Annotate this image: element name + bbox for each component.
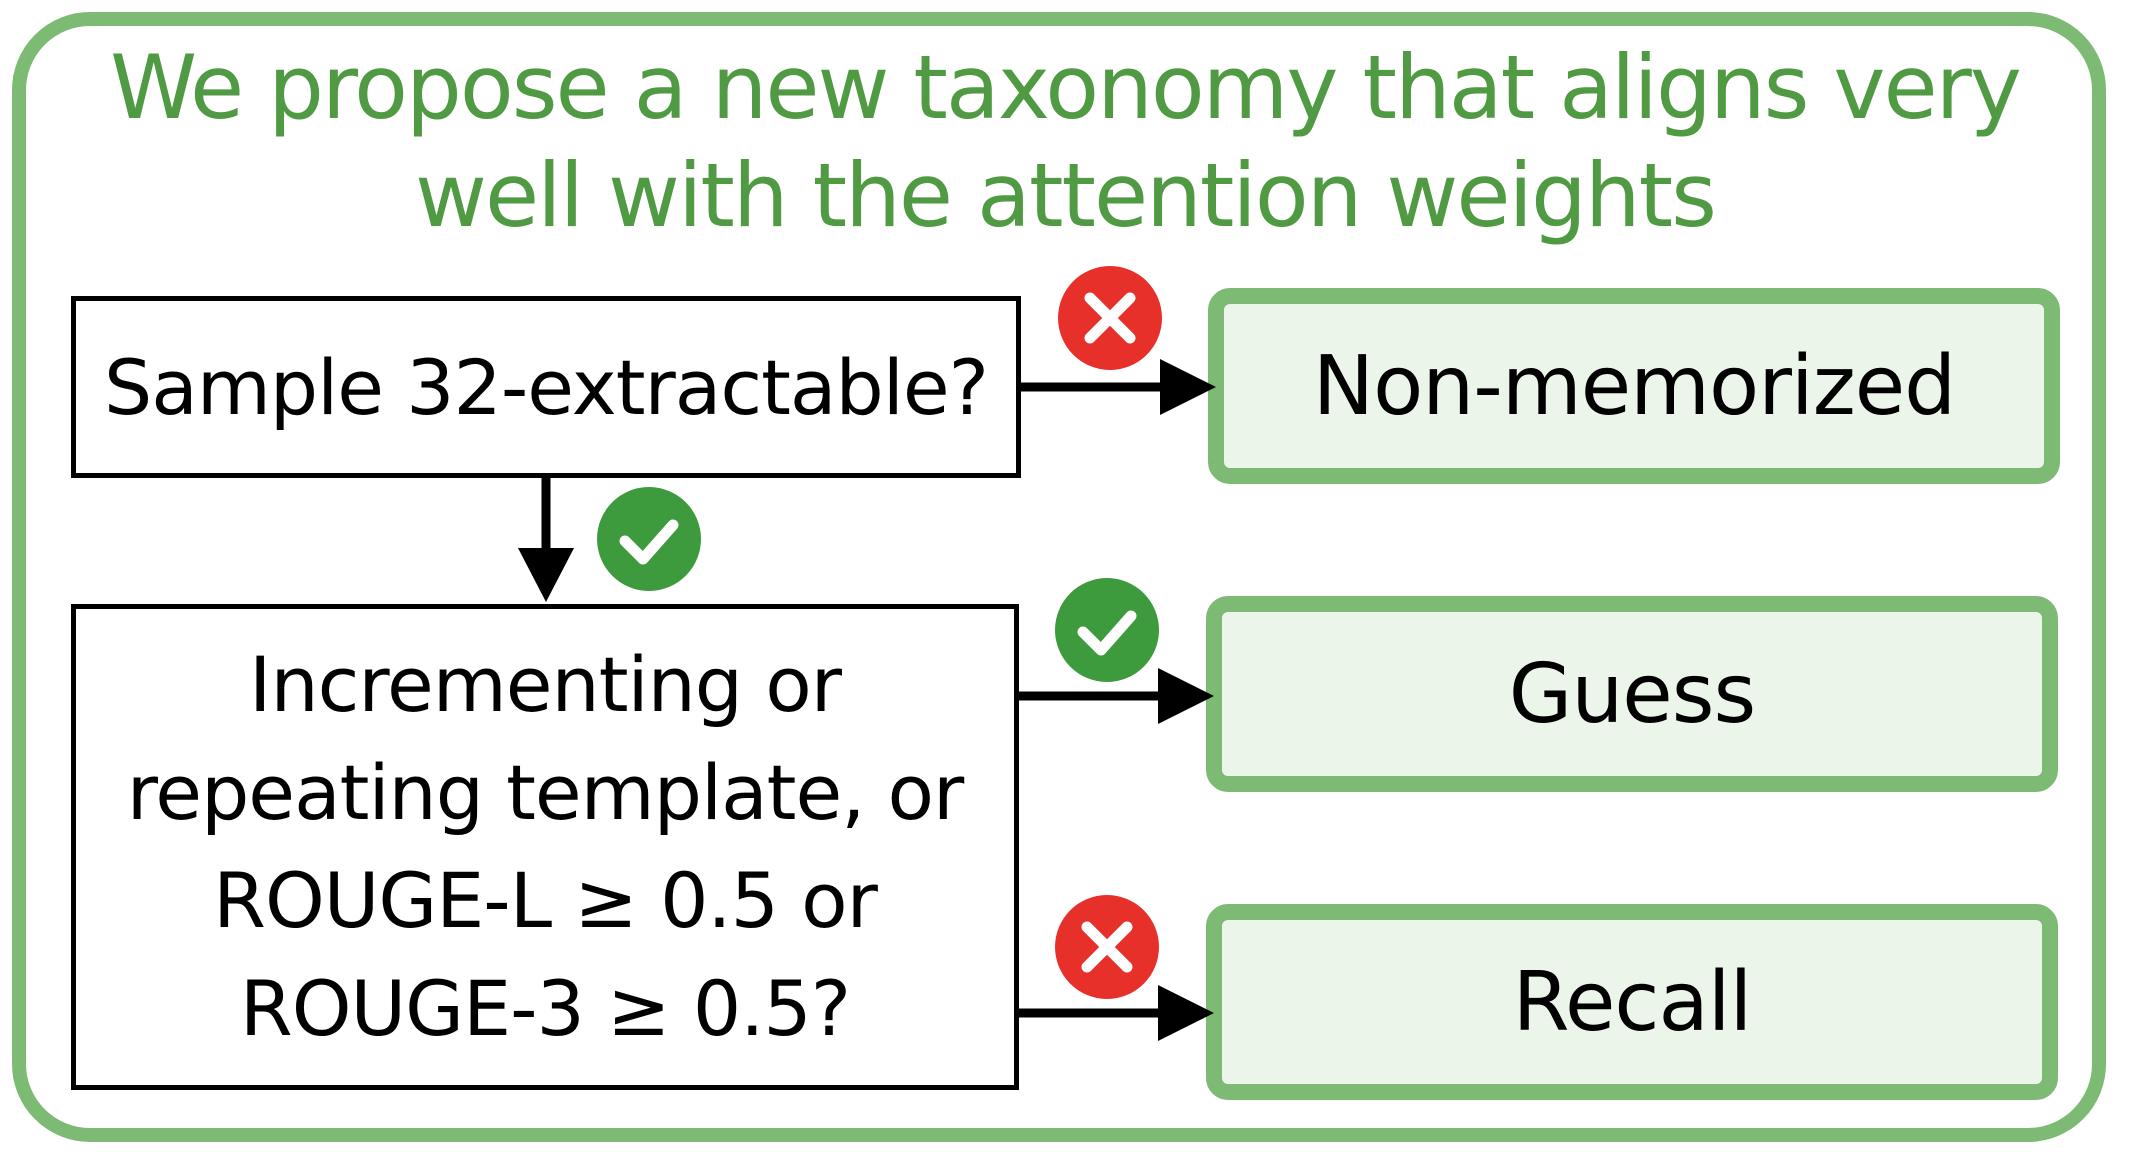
arrow-q1-to-q2 <box>518 478 574 602</box>
arrow-q2-to-recall <box>1019 985 1214 1041</box>
cross-circle-icon <box>1058 266 1162 370</box>
outer-frame <box>12 12 2106 1142</box>
headline: We propose a new taxonomy that aligns ve… <box>60 34 2070 250</box>
arrow-q2-to-guess <box>1019 668 1214 724</box>
headline-line-2: well with the attention weights <box>415 144 1717 247</box>
outcome-guess-box: Guess <box>1206 596 2058 792</box>
question-extractable-box: Sample 32-extractable? <box>71 296 1021 478</box>
outcome-non-memorized-box: Non-memorized <box>1208 288 2060 484</box>
question-template-rouge-line-4: ROUGE-3 ≥ 0.5? <box>239 964 851 1053</box>
check-circle-icon <box>1055 578 1159 682</box>
question-template-rouge-line-3: ROUGE-L ≥ 0.5 or <box>213 856 878 945</box>
question-extractable-label: Sample 32-extractable? <box>104 342 989 432</box>
question-template-rouge-line-2: repeating template, or <box>126 748 965 837</box>
cross-circle-icon <box>1055 895 1159 999</box>
check-circle-icon <box>597 487 701 591</box>
outcome-guess-label: Guess <box>1508 646 1756 742</box>
question-template-rouge-line-1: Incrementing or <box>249 640 842 729</box>
arrow-q1-to-non-memorized <box>1021 359 1216 415</box>
outcome-non-memorized-label: Non-memorized <box>1312 338 1956 434</box>
headline-line-1: We propose a new taxonomy that aligns ve… <box>110 36 2022 139</box>
outcome-recall-label: Recall <box>1512 954 1753 1050</box>
outcome-recall-box: Recall <box>1206 904 2058 1100</box>
question-template-rouge-box: Incrementing or repeating template, or R… <box>71 604 1019 1090</box>
